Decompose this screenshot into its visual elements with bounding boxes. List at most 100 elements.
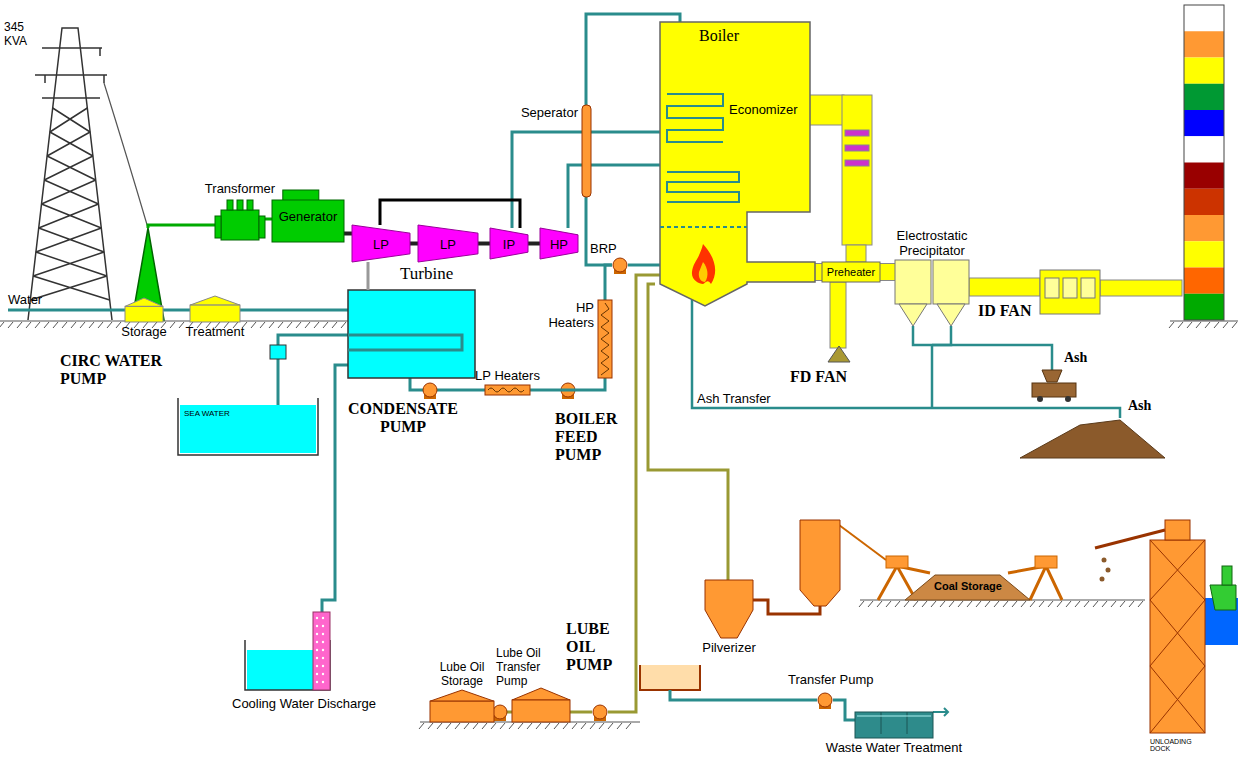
stack [1184, 163, 1224, 189]
cooling-discharge [322, 641, 324, 643]
cooling-discharge [316, 625, 318, 627]
shape-part [485, 385, 530, 395]
flue-duct [1100, 280, 1182, 296]
transmission-tower [50, 108, 90, 132]
lube-oil-tank [512, 688, 570, 700]
duct-outline [880, 263, 895, 281]
pool-label: SEA WATER [184, 409, 230, 418]
unloading-dock [1222, 566, 1232, 585]
ground-line [904, 601, 909, 607]
flue-duct [808, 95, 844, 125]
pipe-connector-group [410, 243, 418, 244]
ground-line [599, 723, 604, 729]
boiler: BoilerEconomizer [655, 22, 815, 307]
transmission-tower [28, 28, 112, 320]
boiler-shape [655, 22, 815, 307]
turbine-stage: IP [490, 228, 528, 259]
node-label: Treatment [186, 324, 245, 339]
fd-fan [828, 346, 850, 362]
generator: Generator [272, 190, 344, 242]
node-label: Transformer [205, 181, 275, 196]
cooling-discharge [313, 612, 330, 690]
ground-line [626, 723, 631, 729]
pipe-connector-group [265, 219, 272, 220]
fd-fan [828, 346, 850, 362]
stack [1184, 268, 1224, 294]
pipe-connector-group [815, 272, 822, 273]
unloading-dock [1100, 577, 1105, 582]
node-label: Pilverizer [702, 640, 755, 655]
transformer: Transformer [215, 198, 265, 240]
water-pipe [322, 365, 348, 612]
coal-silo [800, 520, 840, 606]
water-label: Water [8, 292, 42, 307]
shape-part [705, 580, 753, 638]
ash-cart [1042, 370, 1062, 382]
ground-line [922, 601, 927, 607]
shape-part [490, 228, 528, 259]
flue-duct [969, 278, 1040, 296]
stack [1184, 241, 1224, 267]
air-preheater: Preheater [822, 262, 880, 282]
treatment-building: Treatment [190, 296, 240, 322]
shape-part [822, 262, 880, 282]
pump-label: BRP [590, 241, 617, 256]
ground-line [323, 322, 328, 328]
ground-line [269, 322, 274, 328]
shape-part [190, 305, 240, 322]
stack [1184, 215, 1224, 241]
ground-line [287, 322, 292, 328]
ground-line [98, 322, 103, 328]
condenser [348, 335, 462, 350]
ground-line [1102, 601, 1107, 607]
ground-line [0, 321, 1238, 729]
ground-line [1169, 322, 1174, 328]
shape-part [272, 200, 344, 242]
transmission-tower [36, 228, 104, 252]
shape-part [895, 260, 931, 304]
ash-pile [1020, 420, 1165, 458]
water-pipe [277, 359, 280, 412]
ground-line [1003, 601, 1008, 607]
ground-line [341, 322, 346, 328]
pump-label: Transfer Pump [788, 672, 874, 687]
pipe-connector-group [163, 310, 190, 311]
sea-water-pool [180, 405, 316, 453]
water-pipe [605, 265, 612, 300]
water-pipe [8, 132, 660, 612]
transmission-tower [28, 28, 112, 320]
precipitator: Electrostatic Precipitator [895, 260, 969, 326]
ground-line [877, 601, 882, 607]
ground-line [473, 723, 478, 729]
flue-duct [845, 145, 869, 151]
ground-line [455, 723, 460, 729]
ground-line [446, 723, 451, 729]
shape-part [899, 304, 927, 326]
pump-label: BOILER FEED PUMP [555, 410, 621, 464]
ground-line [608, 723, 613, 729]
shape-part [660, 226, 747, 228]
cooling-discharge [316, 649, 318, 651]
cooling-discharge [316, 665, 318, 667]
ground-line [26, 322, 31, 328]
ground-line [1111, 601, 1116, 607]
unloading-dock [1106, 568, 1111, 573]
shape-part [598, 300, 612, 378]
ground-line [1223, 322, 1228, 328]
pipe-connector [163, 309, 190, 312]
ash-cart [1037, 396, 1043, 402]
stack [1184, 110, 1224, 136]
coal-crane [886, 556, 908, 568]
lube-oil-line [570, 711, 592, 714]
shape-part [190, 296, 240, 322]
shape-part [692, 244, 715, 284]
ground-line [305, 322, 310, 328]
unloading-dock [1150, 540, 1205, 733]
separator-shape [582, 105, 591, 197]
stack [1184, 5, 1224, 320]
ground-line [0, 322, 4, 328]
ground-line [314, 322, 319, 328]
id-fan [1040, 270, 1100, 314]
shape-part [540, 228, 578, 259]
